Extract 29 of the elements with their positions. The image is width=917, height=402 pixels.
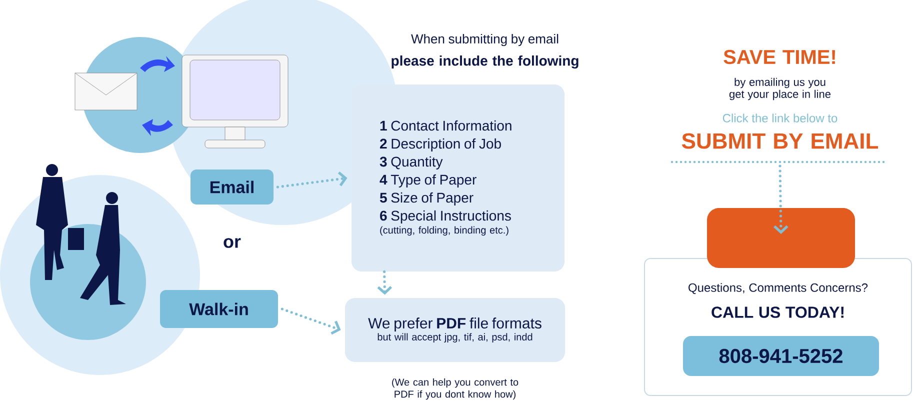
heading: When submitting by email bbox=[411, 34, 558, 46]
list-item: 3 Quantity bbox=[380, 156, 443, 170]
list-item: 6 Special Instructions bbox=[380, 210, 511, 224]
subheading: Click the link below to bbox=[722, 114, 838, 122]
list-item: 2 Description of Job bbox=[380, 138, 501, 152]
dotted-arrow bbox=[280, 308, 341, 335]
dotted-arrow bbox=[377, 270, 392, 295]
note: (We can help you convert to PDF if you dont know how) bbox=[392, 378, 518, 400]
list-box bbox=[352, 84, 564, 272]
heading: SAVE TIME! bbox=[724, 50, 835, 64]
heading: SUBMIT BY EMAIL bbox=[682, 133, 878, 149]
pill-label: Email bbox=[190, 170, 274, 204]
button bbox=[707, 208, 855, 268]
dotted-arrow bbox=[774, 164, 788, 234]
phone-pill: 808-941-5252 bbox=[683, 336, 879, 376]
dotted-arrow bbox=[276, 172, 348, 188]
heading: CALL US TODAY! bbox=[712, 306, 844, 318]
text: Questions, Comments Concerns? bbox=[688, 283, 868, 294]
subheading: by emailing us you get your place in line bbox=[729, 78, 830, 100]
connector-word: or bbox=[224, 238, 241, 248]
heading: please include the following bbox=[392, 55, 578, 69]
list-item: 4 Type of Paper bbox=[380, 174, 476, 188]
list-item: 5 Size of Paper bbox=[380, 192, 474, 206]
text: but will accept jpg, tif, ai, psd, indd bbox=[378, 333, 532, 342]
list-item: (cutting, folding, binding etc.) bbox=[380, 226, 508, 236]
pill-label: Walk-in bbox=[160, 290, 278, 328]
list-item: 1 Contact Information bbox=[380, 120, 512, 131]
info-box bbox=[345, 298, 565, 362]
text: We prefer PDF file formats bbox=[368, 318, 542, 332]
